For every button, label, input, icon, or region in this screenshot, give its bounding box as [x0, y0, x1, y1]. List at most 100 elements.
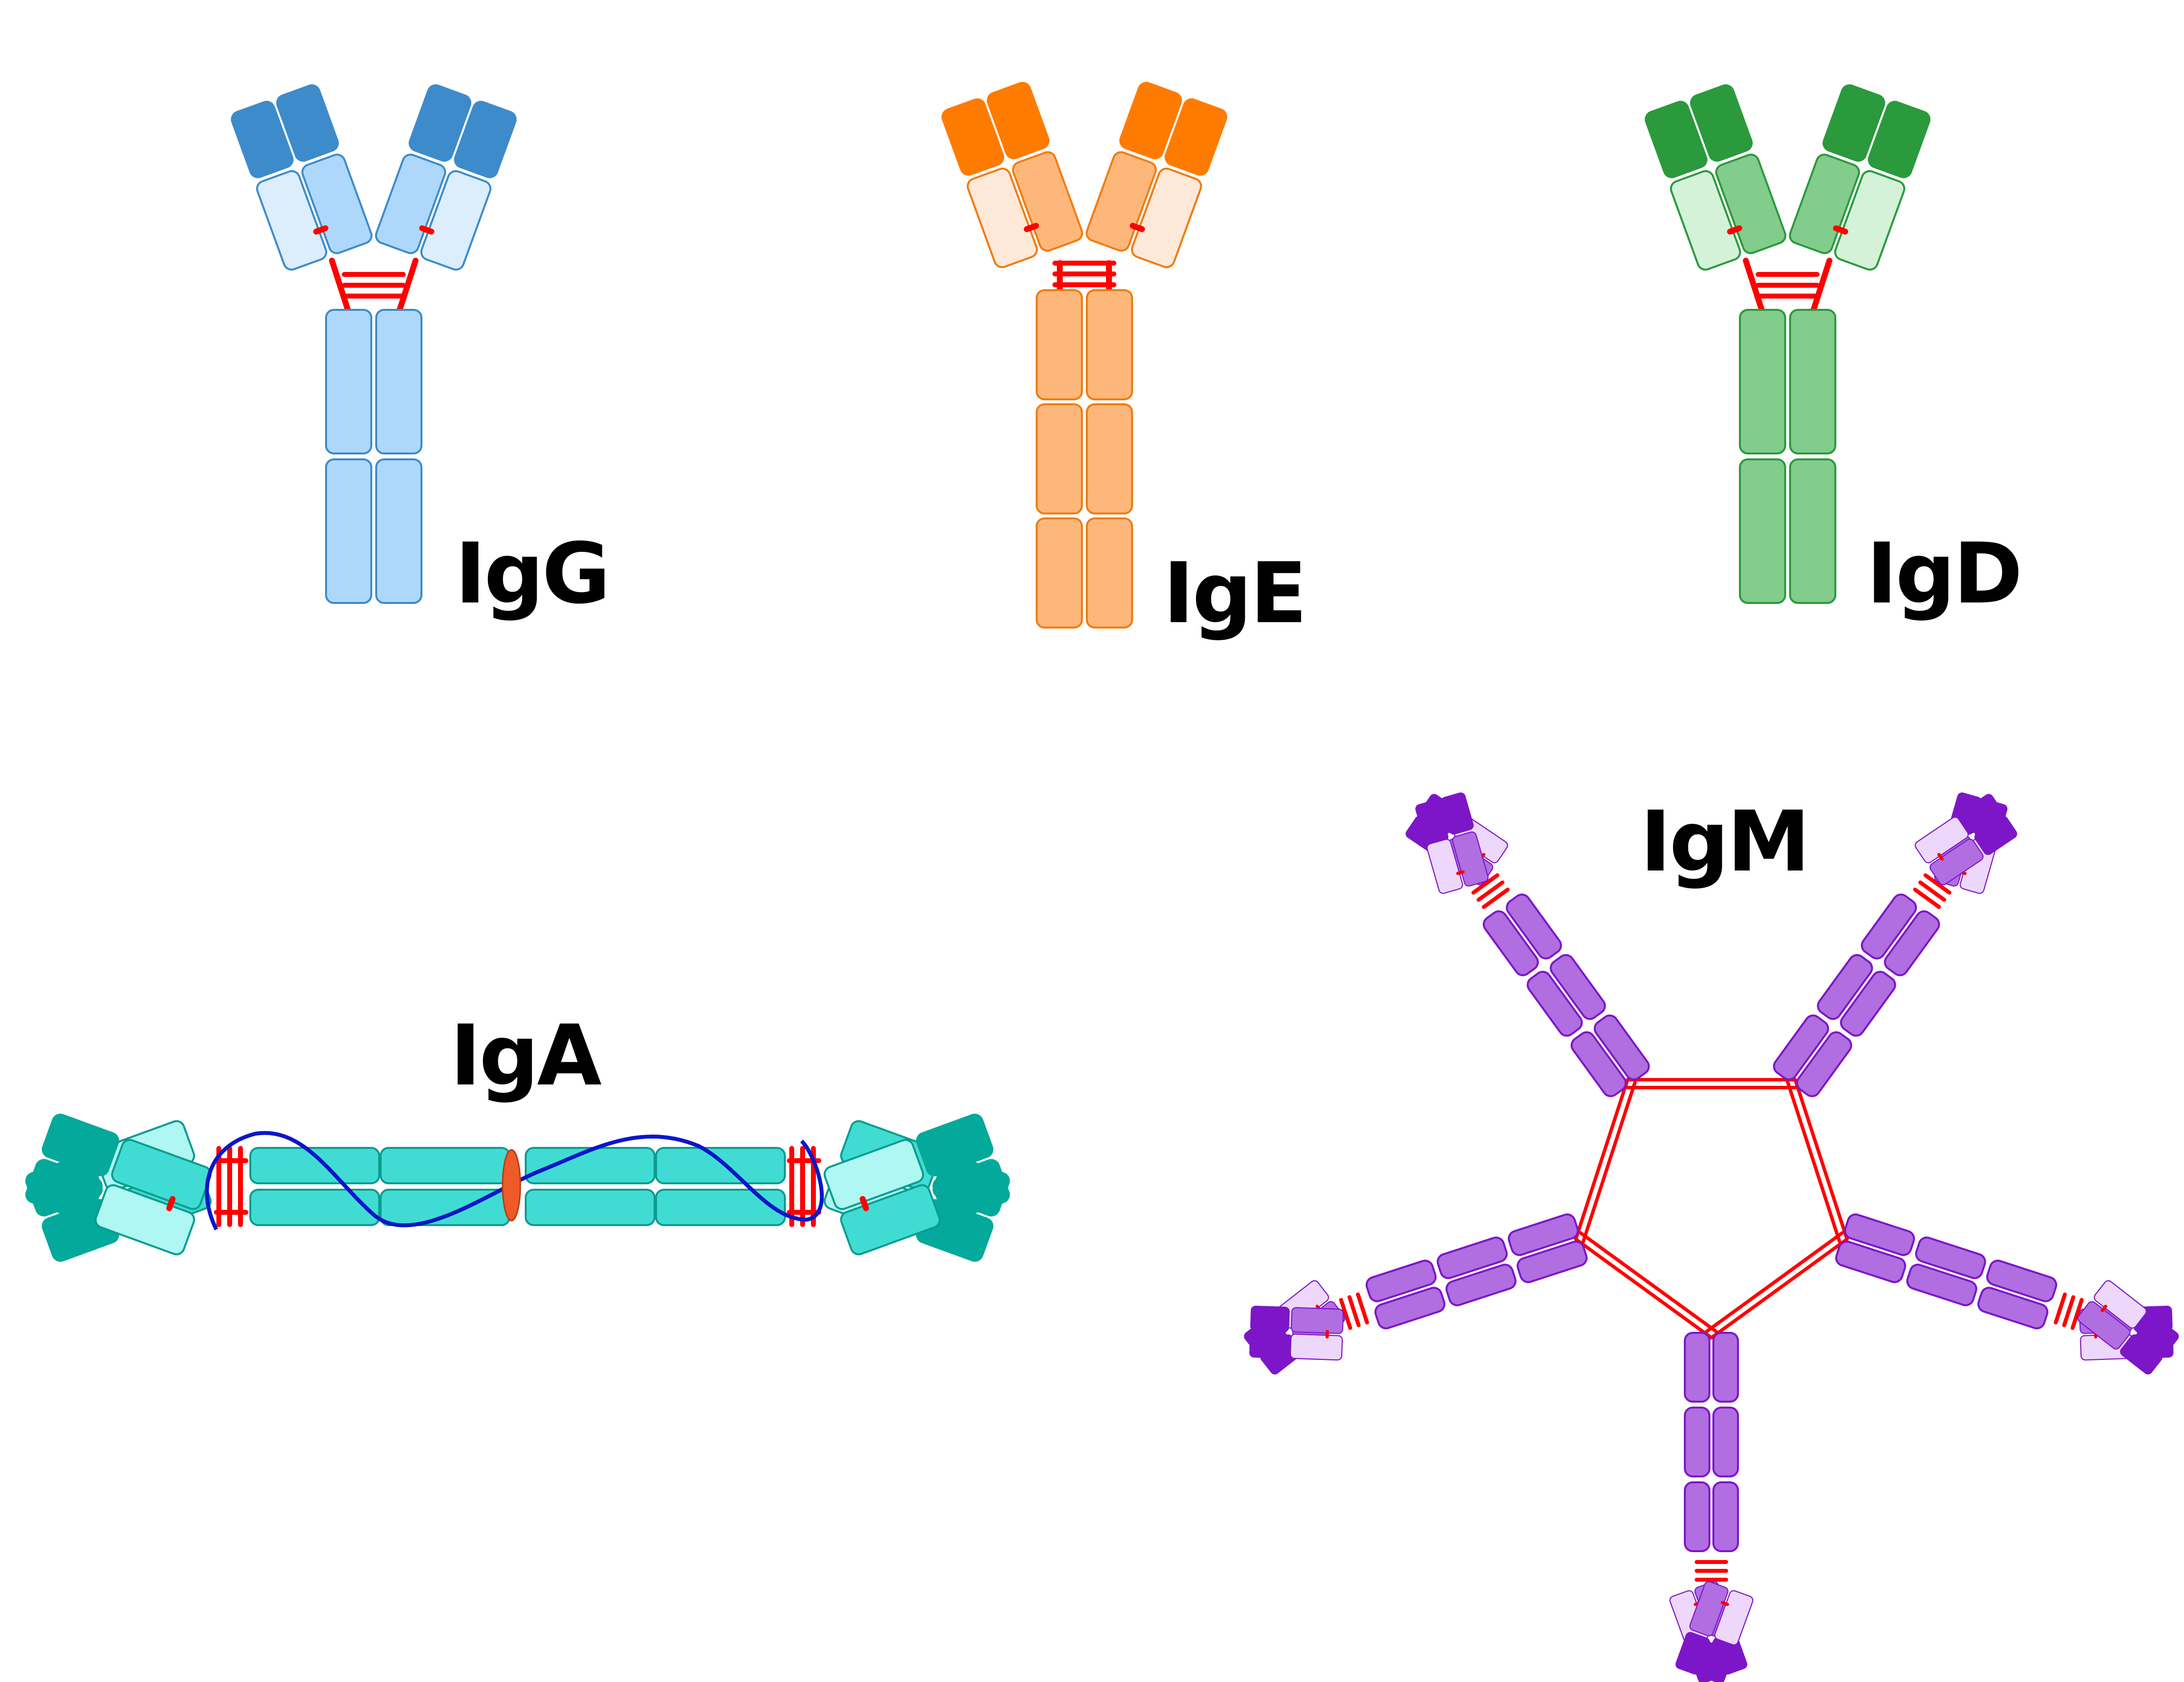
igm-monomer-body	[1244, 1213, 1588, 1375]
heavy-constant-domain	[375, 153, 447, 254]
interchain-disulfide	[1023, 223, 1039, 232]
j-chain-path	[205, 1131, 824, 1231]
fab-arm-left	[1645, 84, 1787, 271]
fc-heavy-domain	[1739, 458, 1786, 604]
light-variable-domain	[1415, 800, 1448, 842]
hinge-left	[1743, 258, 1765, 314]
igm-monomer	[1406, 792, 1650, 1097]
ring-disulfide	[1574, 1237, 1713, 1340]
fc-region	[325, 309, 422, 604]
iga-fab-arm	[823, 1113, 1010, 1256]
igg-label: IgG	[455, 525, 608, 623]
interchain-disulfide	[2100, 1304, 2107, 1313]
hinge-disulfide-bridges	[1743, 258, 1832, 314]
light-variable-domain	[454, 100, 517, 179]
hinge-bridge	[2070, 1298, 2084, 1330]
ige-antibody	[941, 82, 1227, 629]
fab-right	[1675, 1581, 1754, 1682]
light-variable-domain	[25, 1159, 103, 1222]
light-variable-domain	[1700, 1641, 1735, 1682]
heavy-constant-domain	[840, 1184, 941, 1256]
fc-region	[1036, 289, 1133, 629]
iga-fab-arm	[25, 1113, 212, 1256]
fc-heavy-domain	[1516, 1240, 1588, 1283]
fab-right	[2077, 1280, 2179, 1375]
heavy-variable-domain	[1119, 82, 1182, 159]
light-constant-domain	[1834, 170, 1906, 271]
heavy-constant-domain	[1452, 831, 1489, 887]
fc-heavy-domain	[1840, 970, 1896, 1037]
interchain-disulfide	[1833, 225, 1849, 235]
igm-inner-ring	[1574, 1078, 1849, 1340]
fc-heavy-domain	[1483, 910, 1539, 976]
hinge-bridge	[1476, 880, 1505, 902]
igm-monomer-body	[1835, 1213, 2179, 1375]
fc-heavy-domain	[1036, 517, 1083, 629]
fab	[1675, 1581, 1754, 1682]
fc-heavy-domain	[1906, 1263, 1977, 1306]
fab-right	[1789, 84, 1931, 271]
fab-left	[941, 82, 1083, 269]
fc-heavy-domain	[1712, 1481, 1739, 1552]
igm-monomer-body	[1406, 792, 1650, 1097]
igm-pentamer	[1244, 792, 2179, 1682]
interchain-disulfide	[1130, 223, 1145, 232]
light-constant-domain	[2094, 1280, 2147, 1329]
hinge-bridge	[1923, 873, 1951, 895]
igm-monomer	[1835, 1213, 2179, 1375]
fc-heavy-domain	[1445, 1263, 1517, 1306]
heavy-variable-domain	[987, 82, 1049, 159]
ring-disulfide	[1705, 1231, 1844, 1333]
hinge-bridge	[1347, 1295, 1361, 1327]
fc-heavy-domain	[1086, 403, 1133, 514]
igm-monomer-body	[1669, 1332, 1754, 1682]
ring-disulfide	[1574, 1078, 1630, 1241]
fc-heavy-domain	[325, 458, 372, 604]
fab-left	[231, 84, 373, 271]
hinge-bridge	[1913, 887, 1941, 909]
heavy-constant-domain	[1689, 1581, 1729, 1637]
hinge-bridge	[2062, 1295, 2075, 1327]
light-constant-domain	[94, 1184, 195, 1256]
fc-heavy-domain	[1739, 309, 1786, 454]
fc-heavy-domain	[375, 458, 422, 604]
fc-heavy-domain	[1712, 1407, 1739, 1477]
fc-heavy-domain	[1526, 970, 1583, 1037]
igm-monomer	[1773, 792, 2017, 1097]
ring-disulfide	[1579, 1231, 1718, 1333]
j-chain	[205, 1131, 824, 1231]
hinge-bridge	[1339, 1298, 1352, 1330]
heavy-variable-domain	[2120, 1334, 2163, 1375]
light-variable-domain	[1868, 100, 1931, 179]
fc-heavy-domain	[375, 309, 422, 454]
j-chain-junction	[502, 1149, 521, 1222]
fab	[1415, 792, 1489, 894]
fc-heavy-domain	[249, 1147, 380, 1184]
fab-right	[1915, 794, 2017, 885]
fab	[2077, 1280, 2179, 1375]
interchain-disulfide	[419, 225, 435, 235]
fab	[823, 1113, 1010, 1256]
interchain-disulfide	[1727, 225, 1742, 235]
light-constant-domain	[1426, 839, 1464, 894]
heavy-variable-domain	[932, 1159, 1010, 1222]
heavy-variable-domain	[1250, 1305, 1290, 1332]
fc-heavy-domain	[1884, 910, 1940, 976]
light-variable-domain	[2136, 1313, 2179, 1354]
fc-heavy-domain	[1684, 1481, 1710, 1552]
fc-heavy-domain	[1817, 954, 1873, 1020]
iga-dimer	[25, 1113, 1010, 1262]
fc-heavy-domain	[1789, 309, 1836, 454]
igd-antibody	[1645, 84, 1931, 604]
fc-heavy-domain	[525, 1189, 656, 1226]
light-variable-domain	[1645, 100, 1707, 179]
fab-arm-right	[1085, 82, 1227, 269]
light-constant-domain	[823, 1139, 925, 1210]
fc-heavy-domain	[1915, 1236, 1986, 1279]
light-variable-domain	[231, 100, 294, 179]
fc-heavy-domain	[1593, 1014, 1650, 1081]
hinge-bridge	[2054, 1292, 2067, 1325]
fab-right	[1085, 82, 1227, 269]
igm-monomer	[1669, 1332, 1754, 1682]
